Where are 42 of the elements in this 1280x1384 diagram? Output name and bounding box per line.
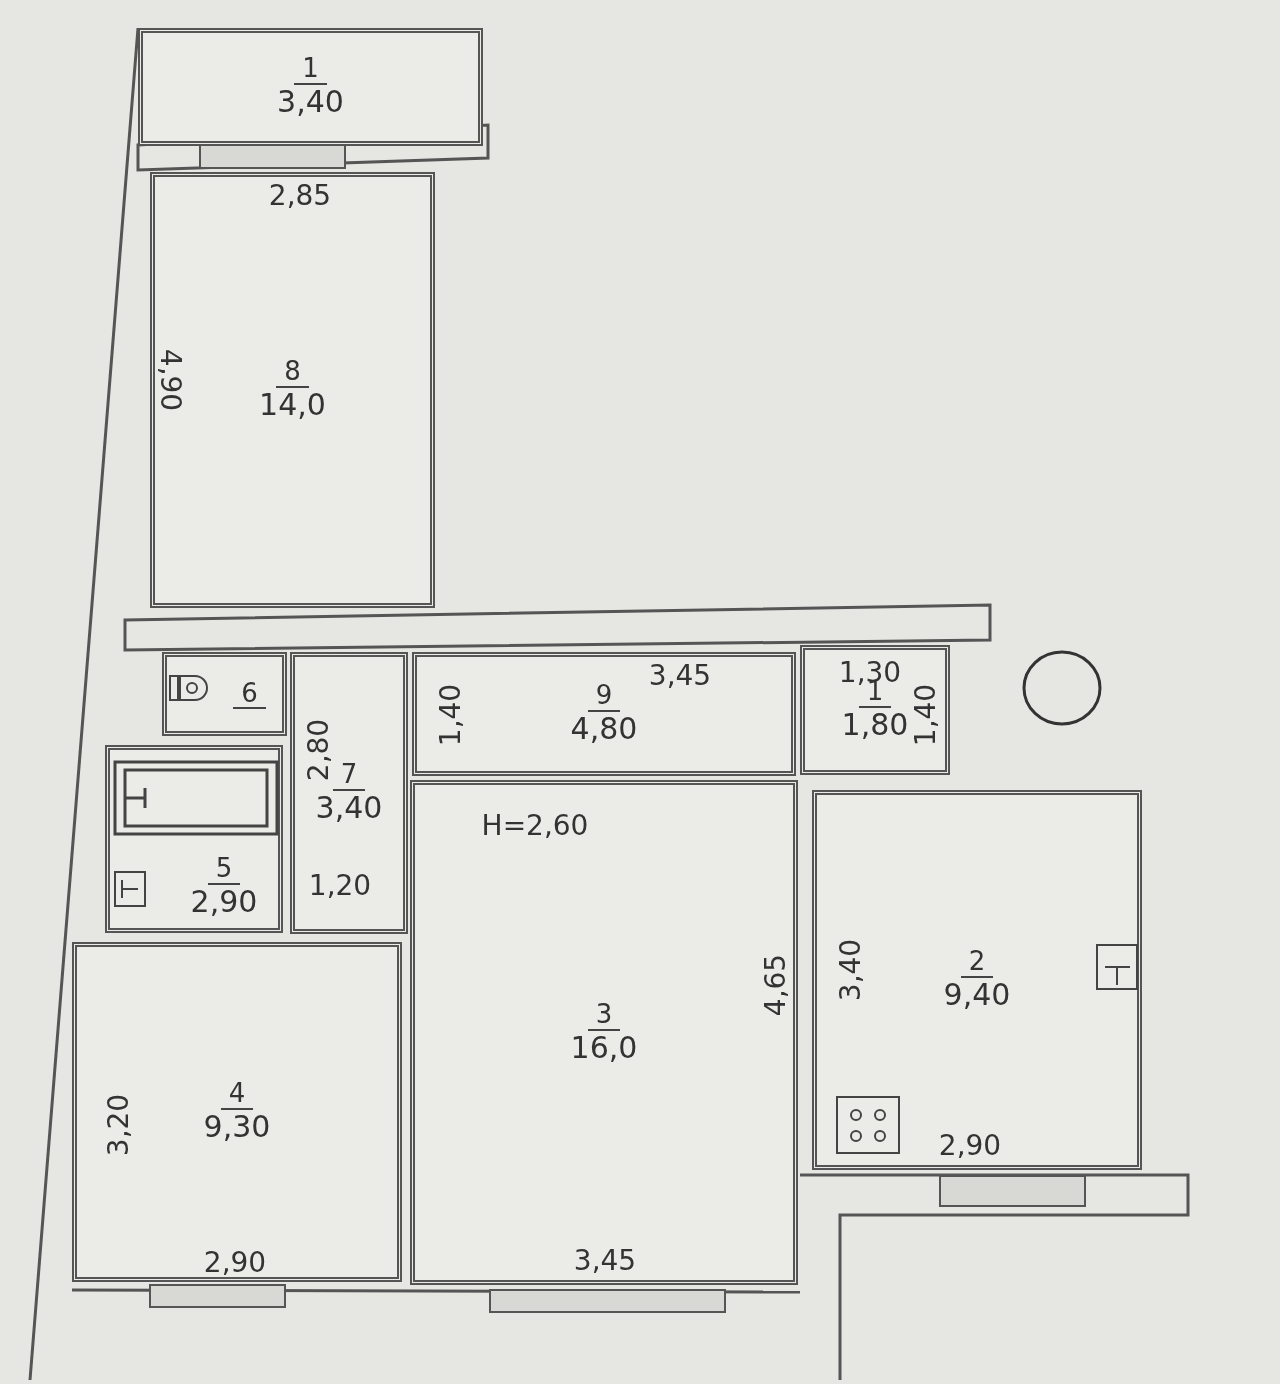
room-number: 1 xyxy=(294,54,327,86)
room-area: 3,40 xyxy=(277,85,344,120)
room xyxy=(290,652,408,934)
room xyxy=(105,745,283,933)
room xyxy=(162,652,287,736)
room-number: 6 xyxy=(233,678,266,710)
dimension-label: 4,90 xyxy=(153,348,187,412)
dimension-label: 2,90 xyxy=(938,1128,1002,1162)
dimension-label: 2,85 xyxy=(268,178,332,212)
dimension-label: 1,40 xyxy=(908,683,942,747)
room-area: 9,30 xyxy=(203,1110,271,1145)
room xyxy=(812,790,1142,1170)
room-number: 4 xyxy=(220,1079,254,1111)
room-area: 16,0 xyxy=(570,1030,638,1066)
dimension-label: 2,90 xyxy=(203,1245,267,1279)
dimension-label: 3,45 xyxy=(648,658,712,692)
room xyxy=(412,652,796,776)
dimension-label: 1,40 xyxy=(433,683,467,747)
room-number: 8 xyxy=(276,357,309,389)
ceiling-height-label: H=2,60 xyxy=(481,808,589,842)
room xyxy=(138,28,483,146)
dimension-label: 2,80 xyxy=(301,718,335,782)
room-number: 7 xyxy=(332,760,366,792)
dimension-label: 3,20 xyxy=(101,1093,135,1157)
room-number: 3 xyxy=(587,999,621,1031)
room xyxy=(800,645,950,775)
room-number: 9 xyxy=(587,681,621,713)
room-area: 14,0 xyxy=(259,388,326,423)
room xyxy=(72,942,402,1282)
dimension-label: 3,45 xyxy=(573,1243,637,1277)
room-area: 2,90 xyxy=(190,884,258,920)
room xyxy=(150,172,435,608)
dimension-label: 3,40 xyxy=(833,938,867,1002)
room-number: 2 xyxy=(960,947,994,979)
room-area: 4,80 xyxy=(570,712,638,747)
room xyxy=(410,780,798,1285)
dimension-label: 4,65 xyxy=(758,953,792,1017)
room-area: 1,80 xyxy=(841,708,909,743)
room-area: 3,40 xyxy=(315,791,383,826)
dimension-label: 1,20 xyxy=(308,868,372,902)
room-number: 5 xyxy=(207,853,241,885)
room-area: 9,40 xyxy=(943,978,1011,1013)
